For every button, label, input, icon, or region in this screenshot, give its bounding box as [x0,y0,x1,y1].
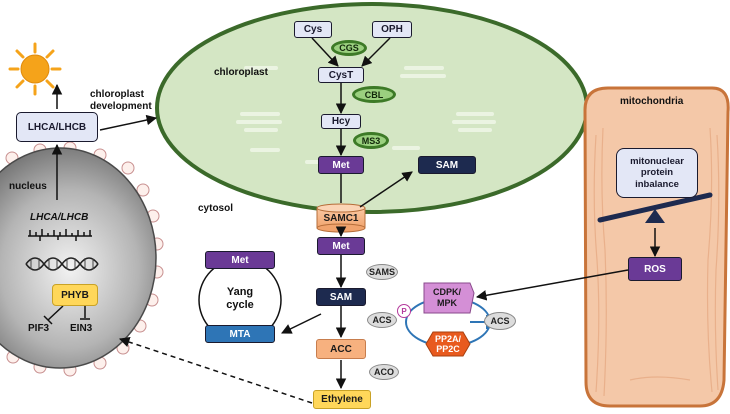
sun-icon [8,42,62,96]
yang-cycle-line-2: cycle [226,298,254,311]
met-chloroplast-box: Met [318,156,364,174]
met-cytosol-box: Met [317,237,365,255]
cristae [593,127,720,397]
cgs-enzyme: CGS [331,40,367,56]
nucleus-label: nucleus [9,181,47,192]
mitonuclear-imbalance-box: mitonuclear protein inbalance [616,148,698,198]
phosphate-marker: P [397,304,411,318]
chloroplast-development-line-2: development [90,100,152,112]
oph-box: OPH [372,21,412,38]
mitochondria-label: mitochondria [620,96,684,107]
cys-box: Cys [294,21,332,38]
sam-cytosol-box: SAM [316,288,366,306]
acs-enzyme-left: ACS [367,312,397,328]
samc1-transporter [316,203,366,233]
pp2a-line-1: PP2A/ [434,333,461,344]
balance-scale [597,192,713,223]
mitochondrion-membrane [583,86,730,408]
cdpk-mpk-shape [423,282,475,314]
aco-enzyme: ACO [369,364,399,380]
ethylene-box: Ethylene [313,390,371,409]
gene-strand-icon [28,229,92,241]
pp2a-pp2c-hexagon [425,331,471,357]
sams-enzyme: SAMS [366,264,398,280]
acs-enzyme-right: ACS [484,312,516,330]
imbalance-line-2: protein [640,167,674,179]
imbalance-line-1: mitonuclear [630,155,684,167]
thylakoid-stacks [236,66,496,164]
yang-cycle-label: Yang cycle [216,286,264,311]
cdpk-line-2: MPK [437,298,457,308]
ms3-enzyme: MS3 [353,132,389,149]
cytosol-label: cytosol [198,203,234,214]
hcy-box: Hcy [321,114,361,129]
yang-cycle-line-1: Yang [226,286,254,298]
gene-label: LHCA/LHCB [30,212,89,223]
cdpk-line-1: CDPK/ [432,287,461,298]
sam-chloroplast-box: SAM [418,156,476,174]
cbl-enzyme: CBL [352,86,396,103]
dna-helix-icon [25,257,99,271]
chloroplast-development-label: chloroplast development [90,89,152,112]
imbalance-line-3: inbalance [635,178,679,190]
met-yang-box: Met [205,251,275,269]
lhca-lhcb-protein-box: LHCA/LHCB [16,112,98,142]
samc1-label: SAMC1 [323,212,359,224]
phyb-box: PHYB [52,284,98,306]
ros-box: ROS [628,257,682,281]
ein3-label: EIN3 [70,323,93,334]
cyst-box: CysT [318,67,364,83]
pif3-label: PIF3 [28,323,50,334]
cdpk-mpk-label: CDPK/ MPK [424,284,470,312]
pp2a-line-2: PP2C [436,344,460,354]
chloroplast-label: chloroplast [214,67,268,78]
mta-box: MTA [205,325,275,343]
pathway-arrows [43,37,661,404]
acc-box: ACC [316,339,366,359]
pp2a-pp2c-label: PP2A/ PP2C [426,332,470,356]
chloroplast-development-line-1: chloroplast [90,89,144,100]
